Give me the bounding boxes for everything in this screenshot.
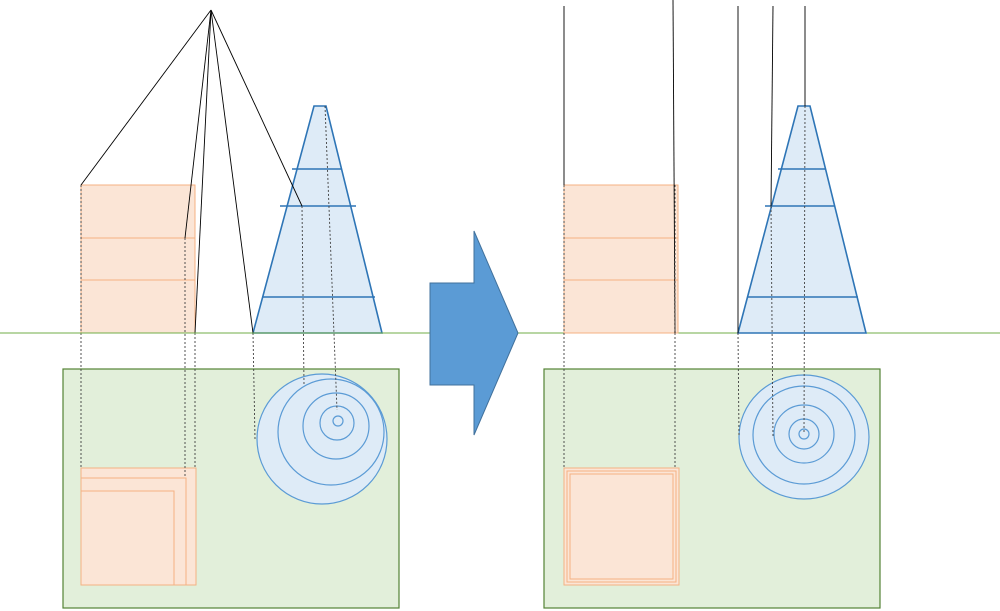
right-cone	[736, 105, 868, 334]
parallel-rays	[563, 0, 806, 334]
left-projected-cone	[256, 373, 388, 505]
right-box	[563, 184, 679, 334]
perspective-rays	[80, 9, 303, 334]
orthographic-panel	[543, 0, 881, 609]
perspective-panel	[62, 9, 400, 609]
right-projected-cone	[738, 374, 870, 500]
right-arrow-icon	[429, 230, 519, 436]
left-cone	[251, 105, 384, 334]
left-box	[80, 184, 196, 334]
left-projected-box	[80, 467, 197, 586]
right-projected-box	[563, 467, 680, 586]
right-drop-lines	[563, 105, 806, 468]
left-drop-lines	[80, 105, 338, 478]
